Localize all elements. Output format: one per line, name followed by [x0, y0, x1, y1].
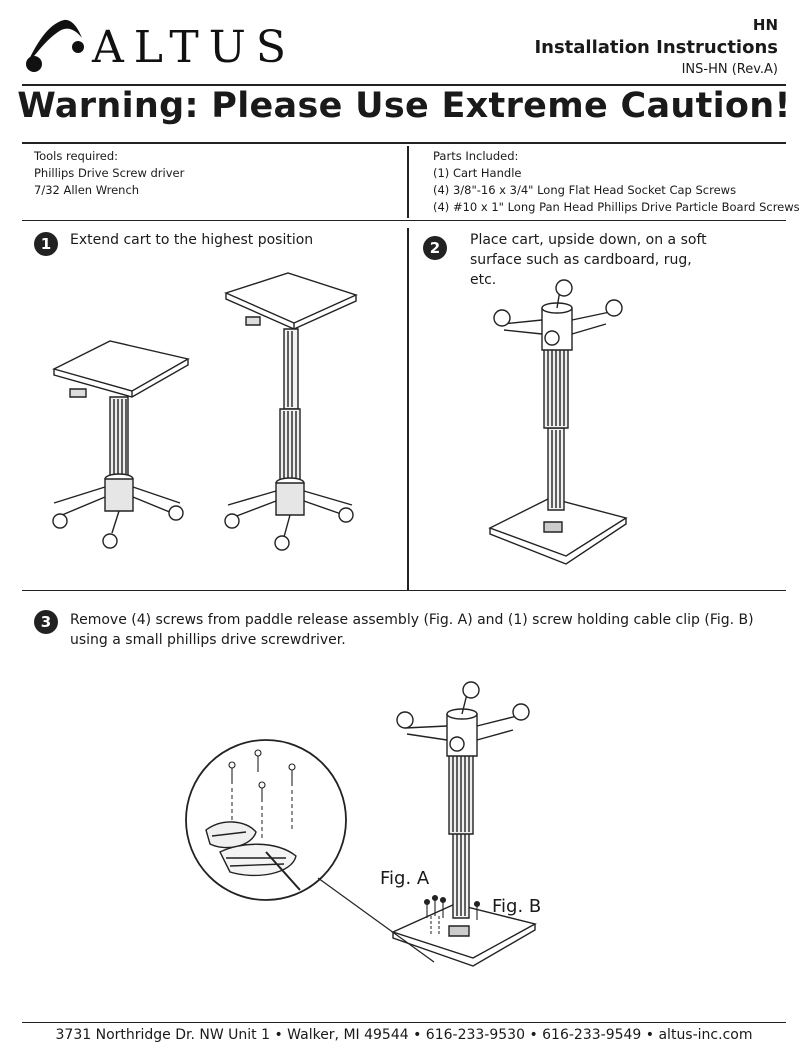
- parts-divider: [407, 146, 409, 218]
- step-3-badge: 3: [34, 610, 58, 634]
- tools-list: Tools required: Phillips Drive Screw dri…: [34, 148, 184, 199]
- fig-a-label: Fig. A: [380, 868, 430, 889]
- cart-raised-illustration: [225, 273, 356, 550]
- step-2-text: Place cart, upside down, on a soft surfa…: [470, 232, 707, 288]
- step-2-badge: 2: [423, 236, 447, 260]
- step-1-illustration: [40, 265, 380, 565]
- steps-divider: [407, 228, 409, 590]
- part-item: (1) Cart Handle: [433, 166, 522, 180]
- brand-name: ALTUS: [92, 22, 296, 73]
- warning-title: Warning: Please Use Extreme Caution!: [17, 86, 791, 126]
- cart-upside-down-illustration: [490, 280, 626, 564]
- step-2-illustration: [480, 278, 650, 568]
- tools-heading: Tools required:: [34, 149, 119, 163]
- tool-item: 7/32 Allen Wrench: [34, 183, 140, 197]
- cart-lowered-illustration: [53, 341, 188, 548]
- altus-swoosh-logo-icon: [26, 19, 84, 72]
- fig-b-label: Fig. B: [492, 896, 542, 917]
- doc-title: Installation Instructions: [534, 37, 778, 58]
- model-code: HN: [752, 16, 778, 34]
- part-item: (4) 3/8"-16 x 3/4" Long Flat Head Socket…: [433, 183, 737, 197]
- step-3-text: Remove (4) screws from paddle release as…: [70, 612, 754, 648]
- step-1-badge: 1: [34, 232, 58, 256]
- step-1-text: Extend cart to the highest position: [70, 232, 314, 248]
- doc-code: INS-HN (Rev.A): [681, 62, 778, 77]
- step-3-illustration: [385, 672, 555, 972]
- title-rule: [22, 142, 786, 144]
- part-item: (4) #10 x 1" Long Pan Head Phillips Driv…: [433, 200, 800, 214]
- footer-contact: 3731 Northridge Dr. NW Unit 1 • Walker, …: [55, 1027, 753, 1043]
- footer-rule: [22, 1022, 786, 1023]
- parts-list: Parts Included: (1) Cart Handle (4) 3/8"…: [433, 148, 800, 216]
- header-rule: [22, 84, 786, 86]
- parts-rule: [22, 220, 786, 221]
- parts-heading: Parts Included:: [433, 149, 519, 163]
- section-rule: [22, 590, 786, 591]
- cart-screw-removal-illustration: [393, 682, 535, 966]
- detail-callout-illustration: [186, 740, 446, 970]
- tool-item: Phillips Drive Screw driver: [34, 166, 185, 180]
